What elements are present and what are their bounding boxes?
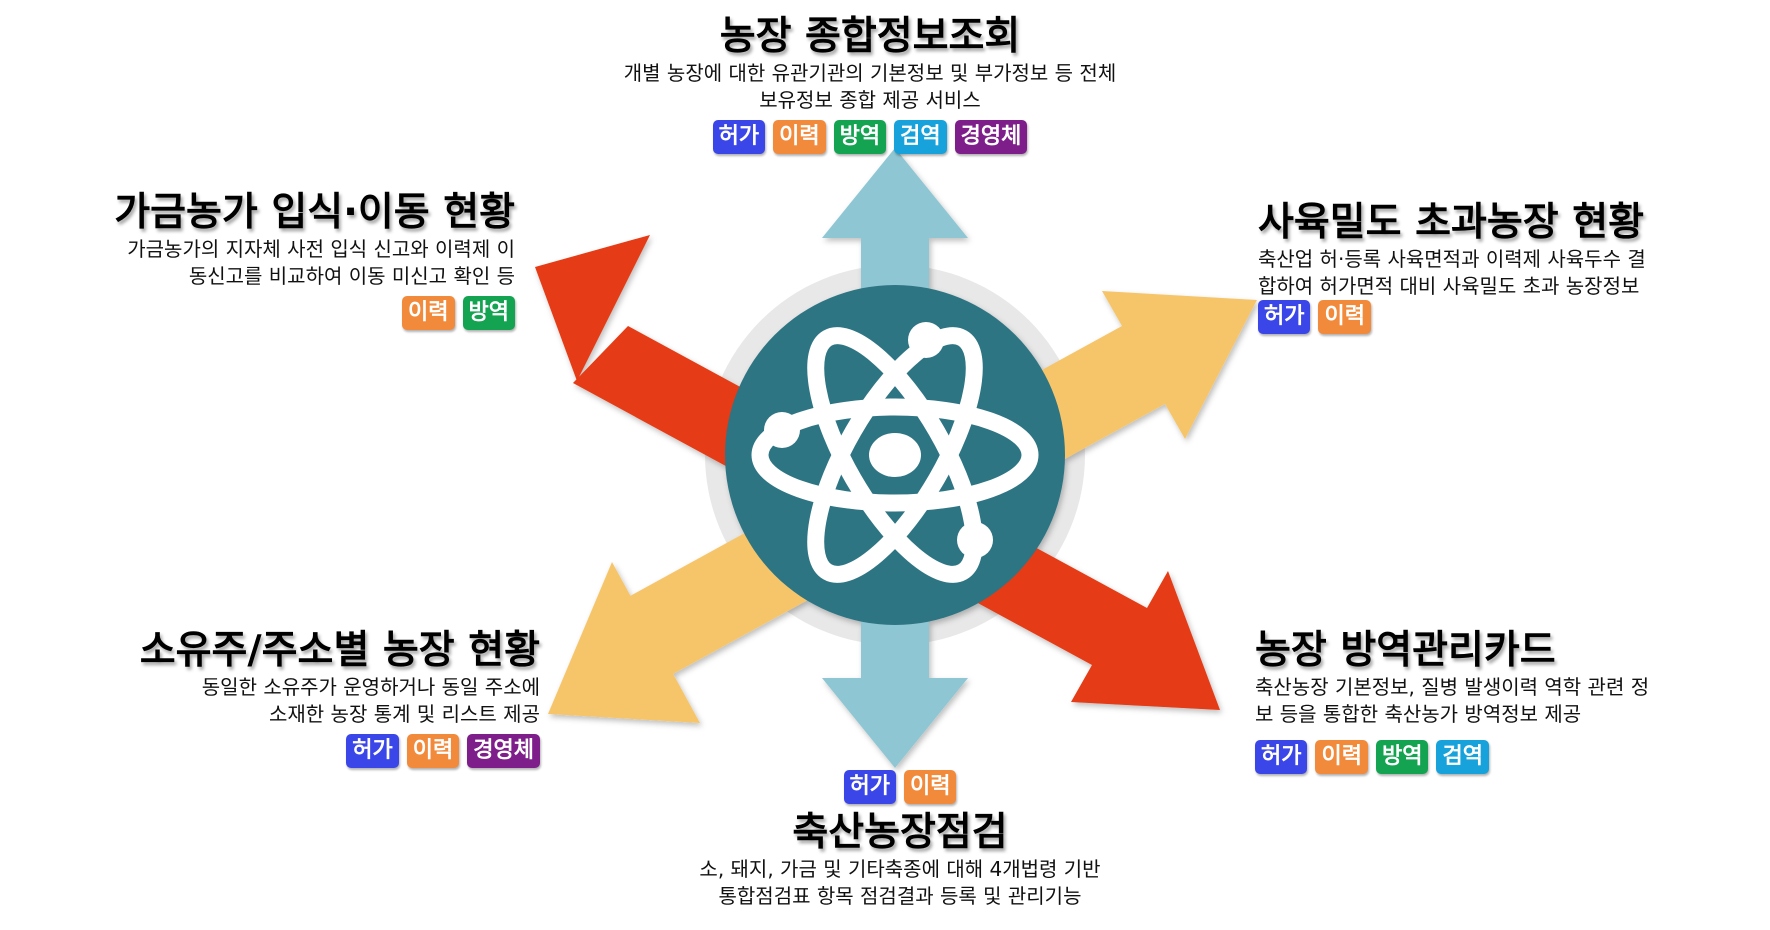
atom-electron <box>764 412 800 448</box>
badge-license: 허가 <box>1258 300 1311 334</box>
node-description: 가금농가의 지자체 사전 입식 신고와 이력제 이 동신고를 비교하여 이동 미… <box>10 236 515 290</box>
desc-line: 축산업 허·등록 사육면적과 이력제 사육두수 결 <box>1258 247 1646 271</box>
badge-row: 허가 이력 방역 검역 <box>1255 740 1765 774</box>
node-description: 축산업 허·등록 사육면적과 이력제 사육두수 결 합하여 허가면적 대비 사육… <box>1258 246 1763 308</box>
badge-license: 허가 <box>1255 740 1308 774</box>
desc-line: 보유정보 종합 제공 서비스 <box>759 88 981 112</box>
badge-row: 이력 방역 <box>10 296 515 330</box>
node-description: 축산농장 기본정보, 질병 발생이력 역학 관련 정 보 등을 통합한 축산농가… <box>1255 674 1765 728</box>
badge-quarantine: 방역 <box>833 120 887 154</box>
badge-inspection: 검역 <box>1436 740 1489 774</box>
node-quarantine-card: 농장 방역관리카드 축산농장 기본정보, 질병 발생이력 역학 관련 정 보 등… <box>1255 628 1765 774</box>
badge-license: 허가 <box>712 120 766 154</box>
badge-quarantine: 방역 <box>1375 740 1429 774</box>
node-description: 동일한 소유주가 운영하거나 동일 주소에 소재한 농장 통계 및 리스트 제공 <box>40 674 540 728</box>
atom-nucleus <box>869 433 921 477</box>
node-title: 농장 종합정보조회 <box>719 14 1021 59</box>
arrow-red-upper-left-head <box>535 235 650 381</box>
node-description: 소, 돼지, 가금 및 기타축종에 대해 4개법령 기반 통합점검표 항목 점검… <box>580 856 1220 910</box>
badge-history: 이력 <box>1315 740 1368 774</box>
badge-history: 이력 <box>904 770 957 804</box>
badge-row: 허가 이력 방역 검역 경영체 <box>480 120 1260 154</box>
desc-line: 축산농장 기본정보, 질병 발생이력 역학 관련 정 <box>1255 675 1650 699</box>
node-poultry-movement: 가금농가 입식·이동 현황 가금농가의 지자체 사전 입식 신고와 이력제 이 … <box>10 190 515 330</box>
badge-license: 허가 <box>843 770 896 804</box>
node-farm-overview: 농장 종합정보조회 개별 농장에 대한 유관기관의 기본정보 및 부가정보 등 … <box>480 14 1260 154</box>
desc-line: 동일한 소유주가 운영하거나 동일 주소에 <box>201 675 540 699</box>
desc-line: 개별 농장에 대한 유관기관의 기본정보 및 부가정보 등 전체 <box>623 61 1117 85</box>
node-title: 농장 방역관리카드 <box>1255 628 1556 673</box>
atom-icon <box>751 327 1039 583</box>
badge-management: 경영체 <box>467 734 540 768</box>
desc-line: 통합점검표 항목 점검결과 등록 및 관리기능 <box>718 884 1082 908</box>
atom-electron <box>957 522 993 558</box>
badge-management: 경영체 <box>954 120 1028 154</box>
arrow-yellow-lower-left-head <box>548 562 700 723</box>
desc-line: 합하여 허가면적 대비 사육밀도 초과 농장정보 <box>1258 274 1640 298</box>
badge-history: 이력 <box>402 296 455 330</box>
atom-electron <box>908 322 944 358</box>
node-density-exceeded: 사육밀도 초과농장 현황 축산업 허·등록 사육면적과 이력제 사육두수 결 합… <box>1258 200 1763 334</box>
badge-row: 허가 이력 <box>580 770 1220 804</box>
node-description: 개별 농장에 대한 유관기관의 기본정보 및 부가정보 등 전체 보유정보 종합… <box>480 60 1260 114</box>
desc-line: 보 등을 통합한 축산농가 방역정보 제공 <box>1255 702 1582 726</box>
desc-line: 소, 돼지, 가금 및 기타축종에 대해 4개법령 기반 <box>699 857 1101 881</box>
badge-row: 허가 이력 경영체 <box>40 734 540 768</box>
desc-line: 가금농가의 지자체 사전 입식 신고와 이력제 이 <box>127 237 515 261</box>
badge-history: 이력 <box>1318 300 1371 334</box>
badge-history: 이력 <box>773 120 826 154</box>
node-title: 사육밀도 초과농장 현황 <box>1258 200 1644 245</box>
badge-inspection: 검역 <box>894 120 947 154</box>
node-farm-inspection: 허가 이력 축산농장점검 소, 돼지, 가금 및 기타축종에 대해 4개법령 기… <box>580 770 1220 910</box>
badge-quarantine: 방역 <box>462 296 515 330</box>
badge-license: 허가 <box>346 734 399 768</box>
desc-line: 소재한 농장 통계 및 리스트 제공 <box>269 702 540 726</box>
badge-row: 허가 이력 <box>1258 300 1763 334</box>
desc-line: 동신고를 비교하여 이동 미신고 확인 등 <box>188 264 515 288</box>
node-title: 소유주/주소별 농장 현황 <box>139 628 540 673</box>
node-owner-address: 소유주/주소별 농장 현황 동일한 소유주가 운영하거나 동일 주소에 소재한 … <box>40 628 540 768</box>
badge-history: 이력 <box>406 734 460 768</box>
node-title: 축산농장점검 <box>792 810 1008 855</box>
node-title: 가금농가 입식·이동 현황 <box>114 190 515 235</box>
